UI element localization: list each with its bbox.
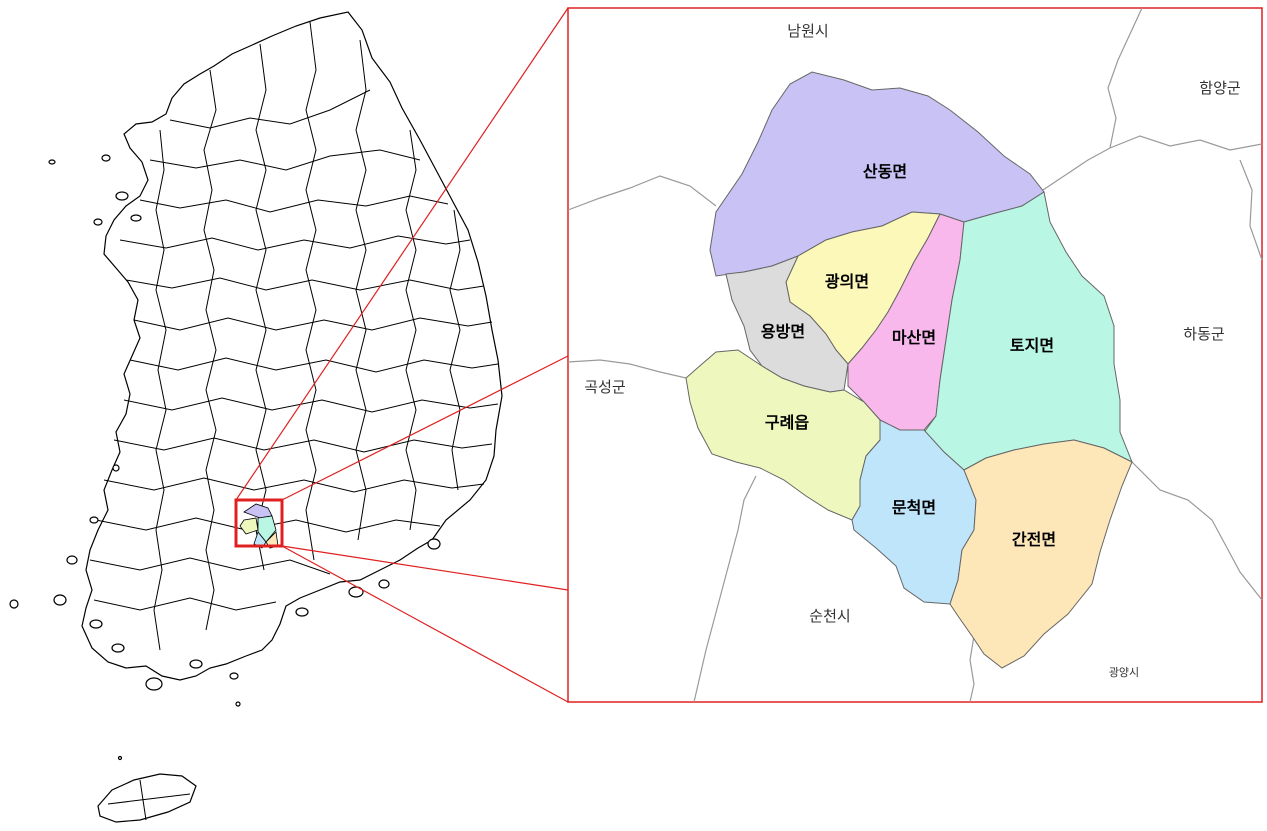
neighbor-label-namwon: 남원시: [787, 22, 828, 40]
overview-sigungu-boundaries: [89, 21, 499, 651]
neighbor-boundaries: [567, 7, 1263, 703]
neighbor-label-gwangyang: 광양시: [1109, 666, 1139, 679]
neighbor-label-gokseong: 곡성군: [584, 378, 626, 396]
korea-mainland-outline: [81, 11, 503, 681]
label-ganjeon: 간전면: [1012, 530, 1056, 549]
neighbor-label-hamyang: 함양군: [1199, 79, 1241, 97]
label-sandong: 산동면: [863, 162, 907, 181]
label-toji: 토지면: [1010, 336, 1054, 355]
label-masan: 마산면: [892, 328, 936, 347]
label-munchuk: 문척면: [892, 498, 936, 517]
label-gwangui: 광의면: [825, 272, 869, 291]
district-munchuk: [851, 419, 977, 605]
location-highlight-box: [234, 498, 284, 548]
overview-map: [9, 11, 503, 823]
label-yongbang: 용방면: [761, 322, 805, 341]
district-ganjeon: [949, 439, 1133, 669]
jeju-island: [97, 773, 197, 823]
neighbor-label-suncheon: 순천시: [809, 607, 850, 625]
label-gurye: 구례읍: [765, 413, 809, 432]
overview-islands: [9, 154, 441, 761]
inset-map: 산동면 광의면 용방면 마산면 토지면 구례읍 문척면 간전면 남원시 함양군 …: [567, 7, 1263, 703]
zoom-connector-lines: [235, 7, 569, 703]
neighbor-label-hadong: 하동군: [1183, 325, 1225, 343]
